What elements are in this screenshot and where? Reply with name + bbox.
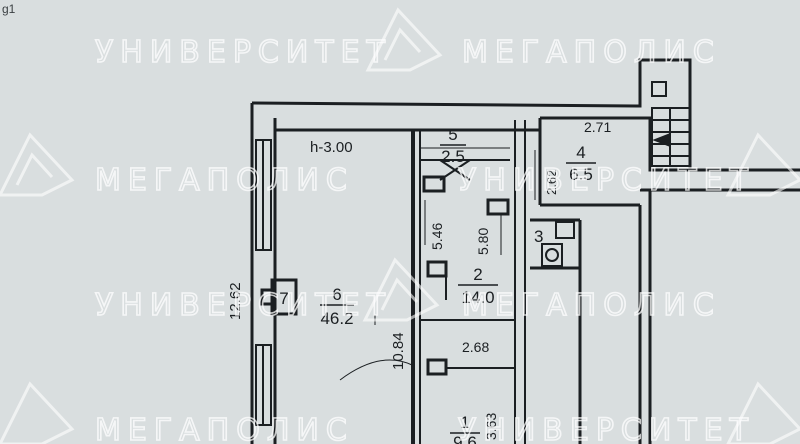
dimension-2-68: 2.68 xyxy=(462,339,489,355)
staircase xyxy=(651,81,691,167)
walls xyxy=(250,58,800,444)
room-6-number: 6 xyxy=(332,285,341,304)
watermark-university-middle: УНИВЕРСИТЕТ xyxy=(95,288,392,323)
door-swing xyxy=(339,359,413,381)
room-2-number: 2 xyxy=(473,265,482,284)
dimension-5-80: 5.80 xyxy=(475,228,491,255)
watermark-megapolis-middle: МЕГАПОЛИС xyxy=(462,288,721,323)
watermark-logo-icon xyxy=(0,381,75,444)
room-2-area: 14.0 xyxy=(461,288,494,307)
room-6-area: 46.2 xyxy=(320,309,353,328)
dimension-2-62: 2.62 xyxy=(544,170,559,195)
watermark-university-mid-right: УНИВЕРСИТЕТ xyxy=(458,163,755,198)
room-4-area: 6.5 xyxy=(569,165,593,184)
room-3-number: 3 xyxy=(534,227,543,246)
watermark-logo-icon xyxy=(362,257,440,322)
room-1-area: 9.6 xyxy=(453,433,477,444)
room-7-box xyxy=(260,278,298,316)
dimension-12-62: 12.62 xyxy=(227,282,244,320)
dimension-lines xyxy=(420,147,536,255)
windows xyxy=(255,139,272,426)
watermark-university-top: УНИВЕРСИТЕТ xyxy=(95,35,392,70)
watermark-layer: УНИВЕРСИТЕТ МЕГАПОЛИС МЕГАПОЛИС УНИВЕРСИ… xyxy=(0,7,800,444)
dimension-3-63: 3.63 xyxy=(483,413,499,440)
room-5-number: 5 xyxy=(448,125,457,144)
watermark-logo-icon xyxy=(0,132,75,197)
room-5-area: 2.5 xyxy=(441,147,465,166)
watermark-logo-icon xyxy=(726,381,800,444)
watermark-logo-icon xyxy=(365,7,443,72)
watermark-university-bottom: УНИВЕРСИТЕТ xyxy=(458,413,755,444)
watermark-logo-icon xyxy=(725,132,800,197)
corner-label: g1 xyxy=(2,2,16,16)
watermark-megapolis-top: МЕГАПОЛИС xyxy=(462,35,721,70)
dimension-2-71: 2.71 xyxy=(584,119,611,135)
ceiling-height-label: h-3.00 xyxy=(310,139,353,156)
room-1-number: 1 xyxy=(460,413,469,432)
bathroom-fixtures xyxy=(541,221,575,267)
dimension-10-84: 10.84 xyxy=(390,332,407,370)
dimension-5-46: 5.46 xyxy=(429,223,445,250)
watermark-megapolis-bottom: МЕГАПОЛИС xyxy=(95,413,354,444)
room-7-number: 7 xyxy=(279,289,288,308)
watermark-megapolis-mid-left: МЕГАПОЛИС xyxy=(95,163,354,198)
room-4-number: 4 xyxy=(576,143,585,162)
